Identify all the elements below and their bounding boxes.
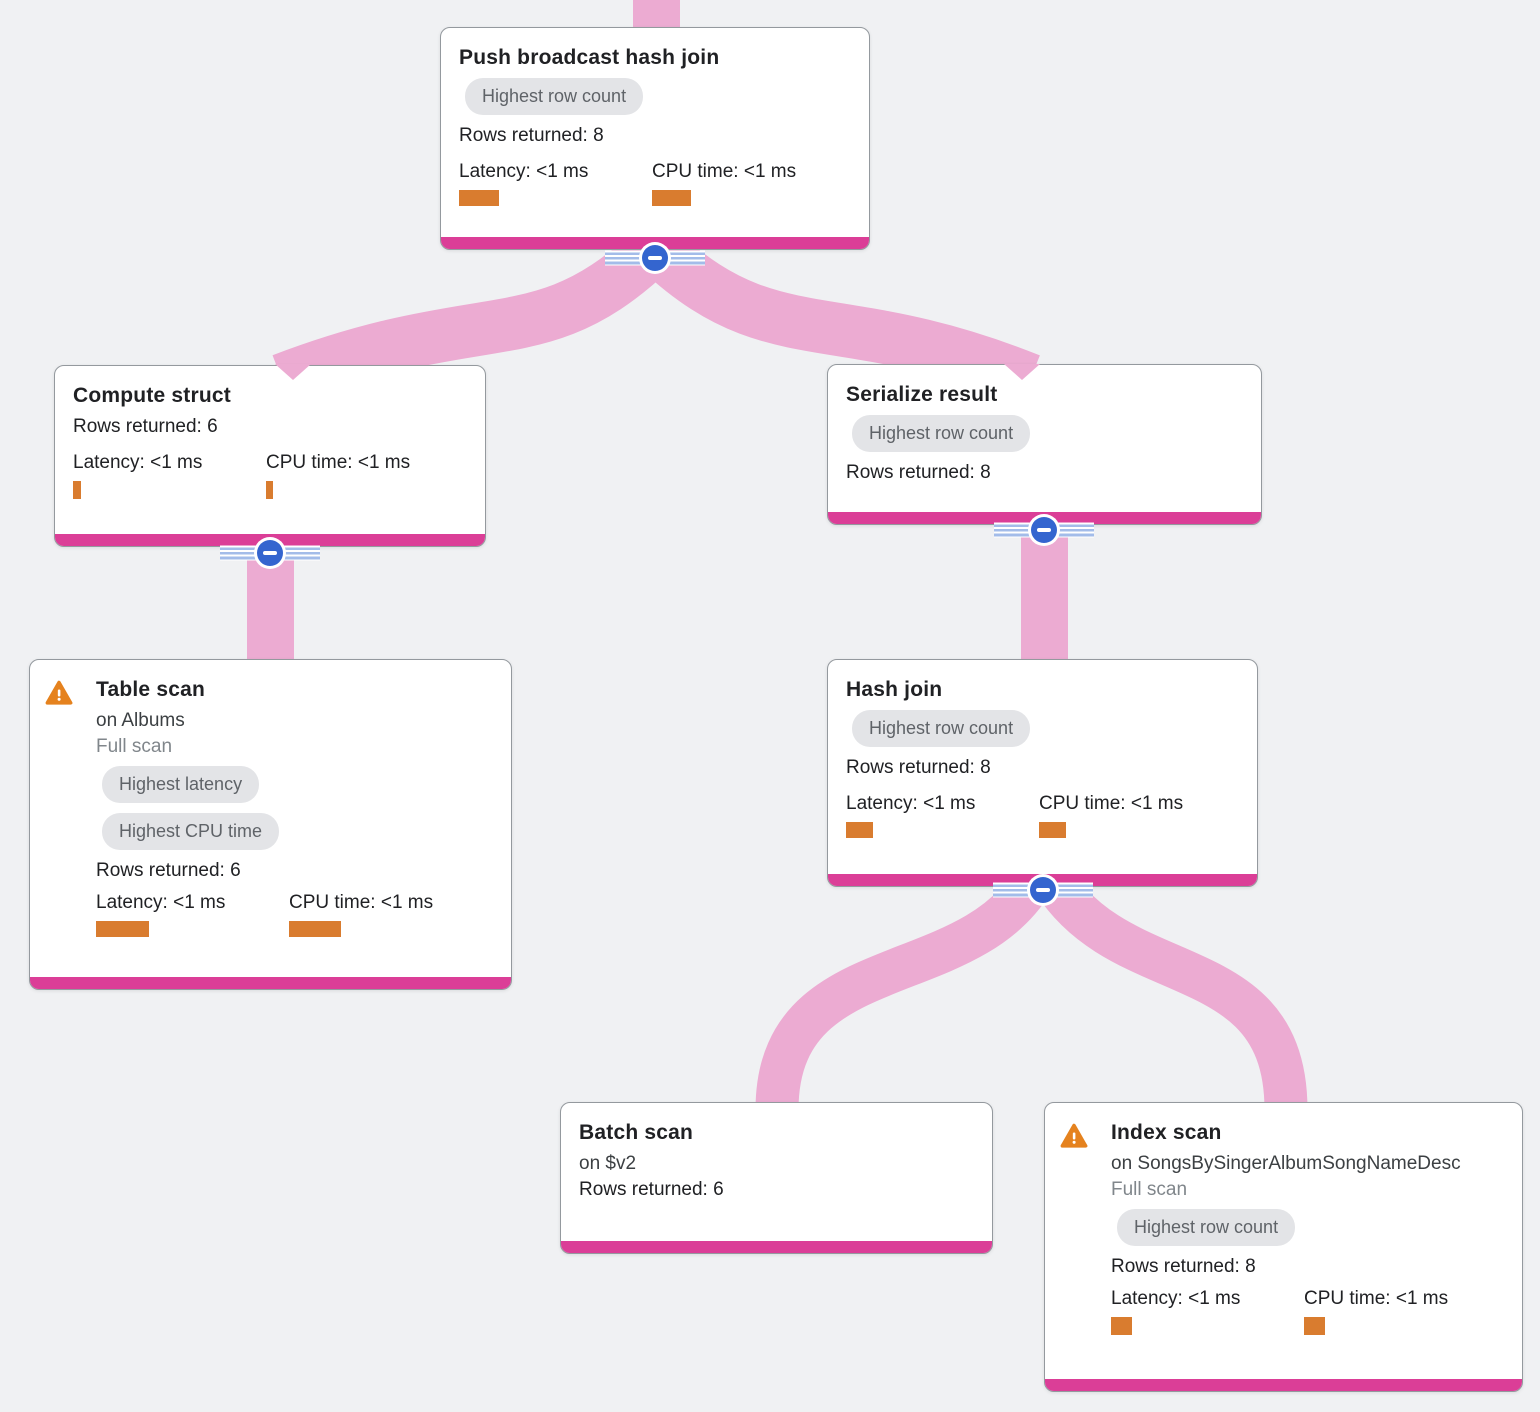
node-title: Compute struct [73,384,231,407]
node-hash-join[interactable]: Hash join Highest row count Rows returne… [827,659,1258,887]
latency-label: Latency: <1 ms [96,892,226,913]
rows-returned: Rows returned: 6 [579,1179,724,1200]
cpu-time-label: CPU time: <1 ms [652,161,797,182]
node-subtitle: on $v2 [579,1153,637,1174]
rows-returned: Rows returned: 8 [1111,1256,1256,1277]
edge-hash-join-to-batch-scan [755,869,1051,1111]
cpu-time-bar [266,481,273,499]
node-title: Hash join [846,678,943,701]
rows-returned: Rows returned: 8 [846,757,991,778]
cpu-time-bar [1304,1317,1325,1335]
edge-hash-join-to-index-scan [1035,869,1308,1111]
minus-icon [642,245,668,271]
node-title: Index scan [1111,1121,1222,1144]
node-serialize-result[interactable]: Serialize result Highest row count Rows … [827,364,1262,525]
collapse-button-push-broadcast-hash-join[interactable] [605,241,705,275]
node-subtitle: on SongsBySingerAlbumSongNameDesc [1111,1153,1461,1174]
rows-returned: Rows returned: 8 [846,462,991,483]
latency-label: Latency: <1 ms [73,452,203,473]
node-push-broadcast-hash-join[interactable]: Push broadcast hash join Highest row cou… [440,27,870,250]
edge-root-to-serialize-result [640,230,1040,405]
card-accent-bar [561,1241,992,1253]
latency-bar [1111,1317,1132,1335]
latency-label: Latency: <1 ms [459,161,589,182]
collapse-button-serialize-result[interactable] [994,513,1094,547]
edge-compute-struct-to-table-scan [247,548,294,666]
rows-returned: Rows returned: 6 [73,416,218,437]
cpu-time-bar [1039,822,1066,838]
warning-icon [45,680,73,706]
card-accent-bar [30,977,511,989]
badge-highest-row-count: Highest row count [852,415,1031,452]
node-title: Push broadcast hash join [459,46,720,69]
node-compute-struct[interactable]: Compute struct Rows returned: 6 Latency:… [54,365,486,547]
cpu-time-label: CPU time: <1 ms [266,452,411,473]
node-index-scan[interactable]: Index scan on SongsBySingerAlbumSongName… [1044,1102,1523,1392]
node-batch-scan[interactable]: Batch scan on $v2 Rows returned: 6 [560,1102,993,1254]
latency-bar [459,190,499,206]
scan-type: Full scan [1111,1179,1188,1200]
warning-icon [1060,1123,1088,1149]
latency-label: Latency: <1 ms [846,793,976,814]
node-title: Table scan [96,678,205,701]
edge-root-to-compute-struct [272,230,671,405]
minus-icon [257,540,283,566]
badge-highest-row-count: Highest row count [465,78,644,115]
cpu-time-bar [652,190,691,206]
latency-bar [846,822,873,838]
minus-icon [1031,517,1057,543]
collapse-button-compute-struct[interactable] [220,536,320,570]
node-title: Batch scan [579,1121,694,1144]
edge-serialize-result-to-hash-join [1021,522,1068,666]
card-accent-bar [441,237,869,249]
card-accent-bar [1045,1379,1522,1391]
badge-highest-row-count: Highest row count [1117,1209,1296,1246]
scan-type: Full scan [96,736,173,757]
node-title: Serialize result [846,383,998,406]
cpu-time-label: CPU time: <1 ms [1304,1288,1449,1309]
rows-returned: Rows returned: 8 [459,125,604,146]
latency-label: Latency: <1 ms [1111,1288,1241,1309]
badge-highest-cpu-time: Highest CPU time [102,813,280,850]
badge-highest-row-count: Highest row count [852,710,1031,747]
node-subtitle: on Albums [96,710,185,731]
cpu-time-label: CPU time: <1 ms [1039,793,1184,814]
node-table-scan[interactable]: Table scan on Albums Full scan Highest l… [29,659,512,990]
minus-icon [1030,877,1056,903]
rows-returned: Rows returned: 6 [96,860,241,881]
edge-into-root [633,0,680,30]
cpu-time-label: CPU time: <1 ms [289,892,434,913]
latency-bar [96,921,149,937]
cpu-time-bar [289,921,341,937]
latency-bar [73,481,81,499]
badge-highest-latency: Highest latency [102,766,260,803]
collapse-button-hash-join[interactable] [993,873,1093,907]
